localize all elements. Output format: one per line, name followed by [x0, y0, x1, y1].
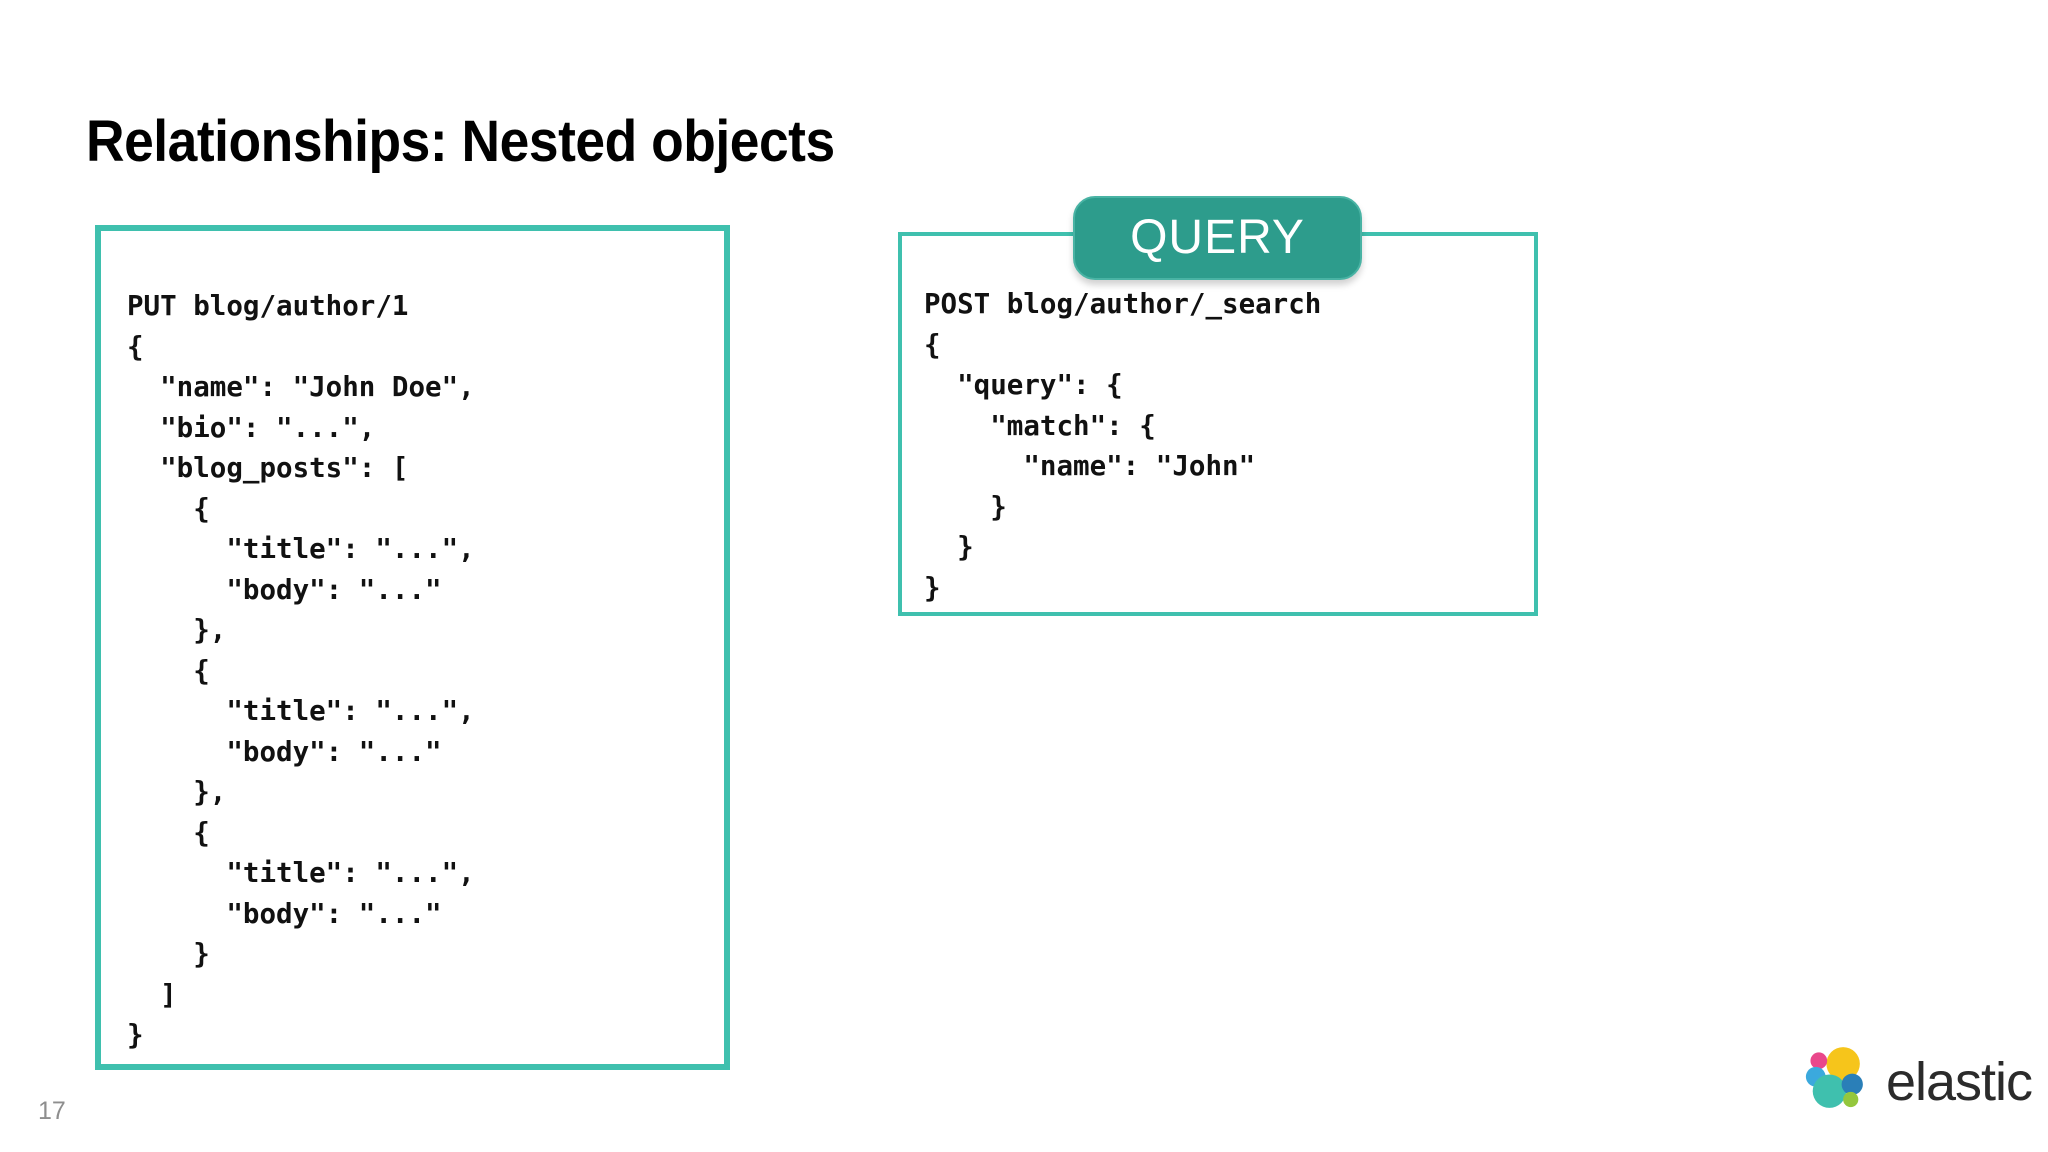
index-document-code-panel: PUT blog/author/1 { "name": "John Doe", …: [95, 225, 730, 1070]
elastic-logo-icon: [1796, 1041, 1872, 1122]
page-number: 17: [38, 1097, 66, 1125]
query-badge-label: QUERY: [1130, 211, 1305, 264]
page-title: Relationships: Nested objects: [86, 109, 835, 174]
search-query-code: POST blog/author/_search { "query": { "m…: [924, 288, 1322, 604]
index-document-code: PUT blog/author/1 { "name": "John Doe", …: [127, 290, 475, 1051]
query-badge: QUERY: [1073, 196, 1362, 280]
brand-mark: elastic: [1796, 1041, 2033, 1122]
elastic-wordmark: elastic: [1885, 1051, 2033, 1112]
search-query-code-panel: POST blog/author/_search { "query": { "m…: [898, 232, 1538, 616]
